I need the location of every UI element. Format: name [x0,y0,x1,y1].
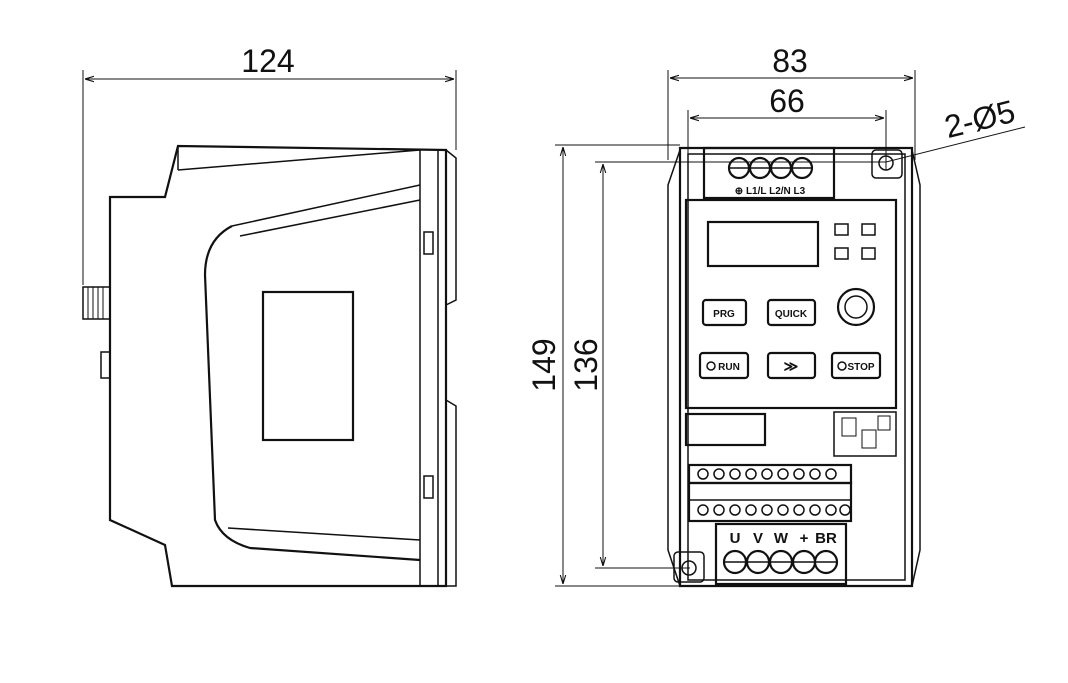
potentiometer-knob[interactable] [836,287,876,327]
run-label: RUN [718,362,740,373]
output-label-plus: + [800,530,809,547]
shift-button[interactable]: ≫ [766,351,817,380]
dim-overall-height: 149 [526,338,562,391]
indicator-led-4 [861,247,876,260]
side-view: 124 [82,43,457,588]
side-connector [100,351,111,379]
dim-mount-vertical: 136 [568,338,604,391]
mount-hole-top [878,155,894,171]
prg-button[interactable]: PRG [701,298,748,327]
side-cover [203,225,421,562]
indicator-led-3 [834,247,849,260]
quick-label: QUICK [775,309,808,320]
nameplate-area [684,412,767,447]
prg-label: PRG [713,309,735,320]
side-window [261,290,355,442]
side-clip-top [423,231,434,255]
input-terminal-block [702,146,836,200]
control-terminal-screws [697,468,851,516]
indicator-led-1 [834,223,849,236]
indicator-led-2 [861,223,876,236]
shift-label: ≫ [784,358,799,374]
stop-icon [837,361,847,371]
lcd-display [706,220,820,268]
dim-mount-horizontal: 66 [769,83,805,119]
front-view: 83 66 2-Ø5 149 136 [526,43,1026,588]
dip-switch-block [833,411,897,457]
mount-hole-bottom [681,560,697,576]
output-label-w: W [774,530,789,547]
control-terminal-strip [687,481,853,523]
side-knob [82,286,111,320]
output-terminal-block [714,522,848,586]
side-clip-bottom [423,475,434,499]
quick-button[interactable]: QUICK [766,298,817,327]
output-label-v: V [753,530,763,547]
dim-side-depth: 124 [241,43,294,79]
output-label-u: U [730,530,741,547]
stop-button[interactable]: STOP [830,351,882,380]
dim-mount-holes: 2-Ø5 [941,93,1019,145]
dim-front-width: 83 [772,43,808,79]
run-button[interactable]: RUN [698,351,750,380]
run-icon [706,361,716,371]
side-body-outline [108,144,448,588]
stop-label: STOP [847,362,874,373]
keypad-panel [684,198,898,410]
output-label-br: BR [815,530,837,547]
input-terminal-label: ⊕ L1/L L2/N L3 [735,186,806,197]
